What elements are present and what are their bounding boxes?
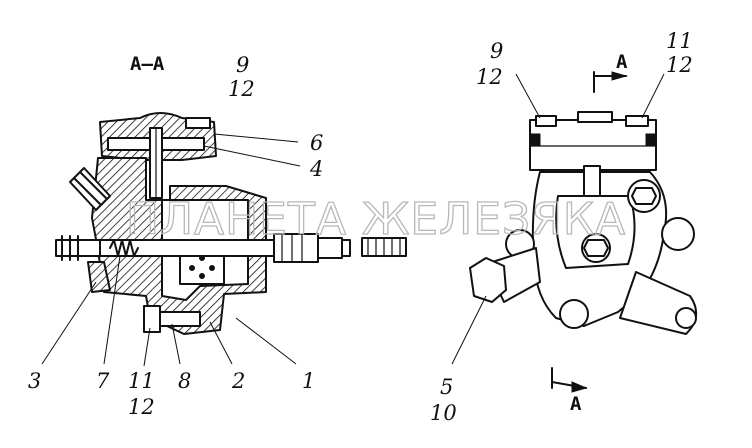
callout-10: 10	[430, 401, 457, 425]
cover-block	[529, 119, 657, 171]
view-arrow-label-top: A	[616, 51, 628, 73]
seal-ring	[87, 261, 111, 293]
callout-5: 5	[440, 375, 453, 399]
cover-screw-right	[625, 115, 649, 127]
cover-screw-left	[535, 115, 557, 127]
inner-window	[555, 195, 636, 269]
callout-2: 2	[231, 369, 245, 393]
bottom-bolt-head	[143, 305, 161, 333]
callout-6: 6	[310, 131, 323, 155]
cover-screw	[185, 117, 211, 129]
shaft-collar	[273, 233, 319, 263]
bottom-bolt-shank	[159, 311, 201, 327]
shaft-nut	[317, 237, 343, 259]
callout-7: 7	[96, 369, 110, 393]
view-arrow-label-bottom: A	[570, 393, 582, 415]
leader-lines	[41, 73, 665, 367]
callout-11-left: 11	[128, 369, 155, 393]
section-view-a-a	[55, 112, 407, 335]
rotor-hole	[189, 265, 195, 271]
callout-12-right-top: 12	[476, 65, 503, 89]
callout-3: 3	[28, 369, 41, 393]
angled-fitting	[69, 167, 111, 211]
callout-4: 4	[309, 157, 323, 181]
callout-12-right: 12	[666, 53, 693, 77]
spring	[109, 239, 139, 257]
rotor-hole	[209, 265, 215, 271]
rotor-hole	[199, 273, 205, 279]
callout-12-bottom: 12	[128, 395, 155, 419]
bolt-lobe	[559, 299, 589, 329]
bolt-lobe	[661, 217, 695, 251]
cover-cap	[577, 111, 613, 123]
section-arrow-bottom	[551, 367, 588, 393]
callout-11-right: 11	[666, 29, 693, 53]
callout-1: 1	[302, 369, 315, 393]
top-pin	[583, 165, 601, 197]
section-label: A–A	[130, 53, 165, 75]
section-arrow-top	[593, 71, 628, 93]
callout-9-right: 9	[490, 39, 503, 63]
callout-8: 8	[178, 369, 191, 393]
callout-9-left: 9	[236, 53, 249, 77]
callout-12-left: 12	[228, 77, 255, 101]
external-view	[469, 111, 697, 335]
outlet-nut	[469, 257, 507, 303]
watermark: ПЛАНЕТА ЖЕЛЕЗЯКА	[126, 194, 626, 245]
